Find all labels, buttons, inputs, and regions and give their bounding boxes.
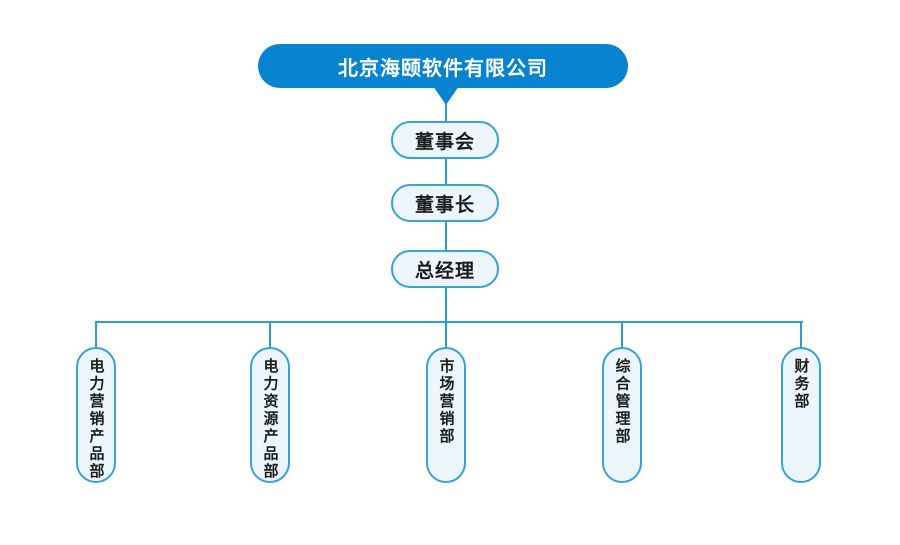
dept-label: 财务部 bbox=[792, 358, 810, 411]
connector-stub-dept-5 bbox=[800, 321, 802, 347]
callout-pointer-icon bbox=[433, 86, 459, 105]
connector-stub-dept-1 bbox=[95, 321, 97, 347]
node-dept-general-management: 综合管理部 bbox=[602, 347, 642, 483]
company-label: 北京海颐软件有限公司 bbox=[338, 57, 548, 80]
node-board-label: 董事会 bbox=[414, 131, 475, 153]
company-node: 北京海颐软件有限公司 bbox=[258, 44, 628, 88]
node-dept-finance: 财务部 bbox=[781, 347, 821, 483]
connector-line-board-chairman bbox=[445, 159, 447, 184]
connector-line-chairman-gm bbox=[445, 221, 447, 250]
node-board: 董事会 bbox=[391, 121, 499, 159]
node-chairman: 董事长 bbox=[391, 184, 499, 222]
dept-label: 综合管理部 bbox=[613, 358, 631, 446]
dept-label: 电力营销产品部 bbox=[87, 358, 105, 481]
node-general-manager: 总经理 bbox=[391, 250, 499, 288]
connector-stub-dept-4 bbox=[621, 321, 623, 347]
connector-stub-dept-2 bbox=[269, 321, 271, 347]
connector-rail bbox=[95, 321, 803, 323]
node-general-manager-label: 总经理 bbox=[414, 260, 475, 282]
node-dept-power-marketing-products: 电力营销产品部 bbox=[76, 347, 116, 483]
node-chairman-label: 董事长 bbox=[414, 194, 475, 216]
node-dept-marketing: 市场营销部 bbox=[426, 347, 466, 483]
connector-line-gm-trunk bbox=[445, 288, 447, 347]
dept-label: 电力资源产品部 bbox=[261, 358, 279, 481]
node-dept-power-resources-products: 电力资源产品部 bbox=[250, 347, 290, 483]
dept-label: 市场营销部 bbox=[437, 358, 455, 446]
